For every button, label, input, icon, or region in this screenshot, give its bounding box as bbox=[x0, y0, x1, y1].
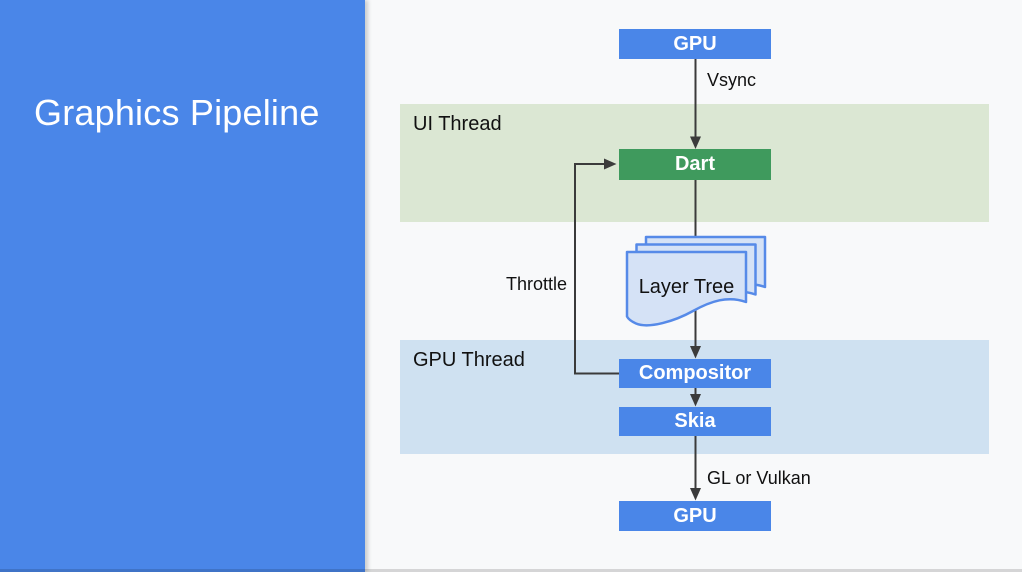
node-skia: Skia bbox=[619, 407, 771, 436]
arrowhead-into-compositor bbox=[690, 346, 701, 359]
edge-label-throttle: Throttle bbox=[505, 274, 567, 294]
title-panel: Graphics Pipeline bbox=[0, 0, 365, 572]
arrowhead-throttle-into-dart bbox=[604, 158, 617, 170]
arrowhead-into-skia bbox=[690, 394, 701, 407]
node-layer-tree-label: Layer Tree bbox=[638, 276, 735, 298]
node-dart: Dart bbox=[619, 149, 771, 180]
node-gpu-top: GPU bbox=[619, 29, 771, 59]
layer-tree-shape bbox=[625, 235, 767, 327]
arrowhead-into-gpu-bottom bbox=[690, 488, 701, 501]
arrow-throttle-line bbox=[574, 163, 619, 375]
ui-thread-label: UI Thread bbox=[413, 113, 502, 135]
node-gpu-bottom: GPU bbox=[619, 501, 771, 531]
gpu-thread-label: GPU Thread bbox=[413, 349, 525, 371]
layer-tree-doc-front bbox=[625, 250, 748, 327]
arrowhead-into-dart-top bbox=[690, 136, 701, 149]
edge-label-gl-or-vulkan: GL or Vulkan bbox=[707, 468, 811, 488]
slide-bottom-edge bbox=[0, 569, 1022, 572]
node-compositor: Compositor bbox=[619, 359, 771, 388]
arrow-heads bbox=[604, 136, 701, 501]
edge-label-vsync: Vsync bbox=[707, 70, 757, 90]
slide-title: Graphics Pipeline bbox=[34, 92, 320, 133]
